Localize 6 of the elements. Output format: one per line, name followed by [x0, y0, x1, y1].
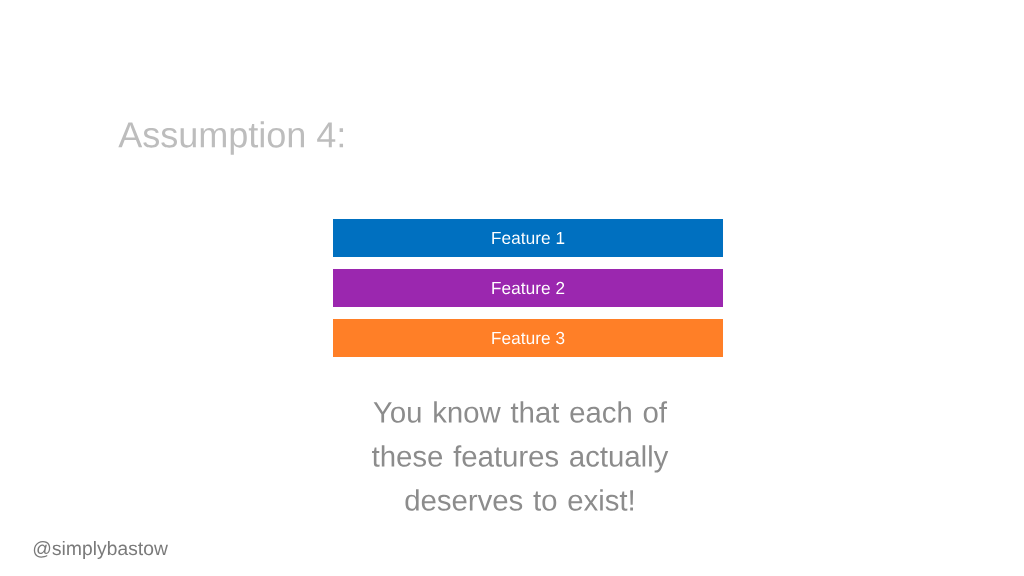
feature-bar: Feature 3: [333, 319, 723, 357]
body-text: You know that each of these features actually deserves to exist!: [372, 401, 669, 511]
feature-bar: Feature 1: [333, 219, 723, 257]
feature-bar: Feature 2: [333, 269, 723, 307]
title: Assumption 4:: [118, 121, 344, 155]
handle-text: @simplybastow: [33, 541, 168, 559]
